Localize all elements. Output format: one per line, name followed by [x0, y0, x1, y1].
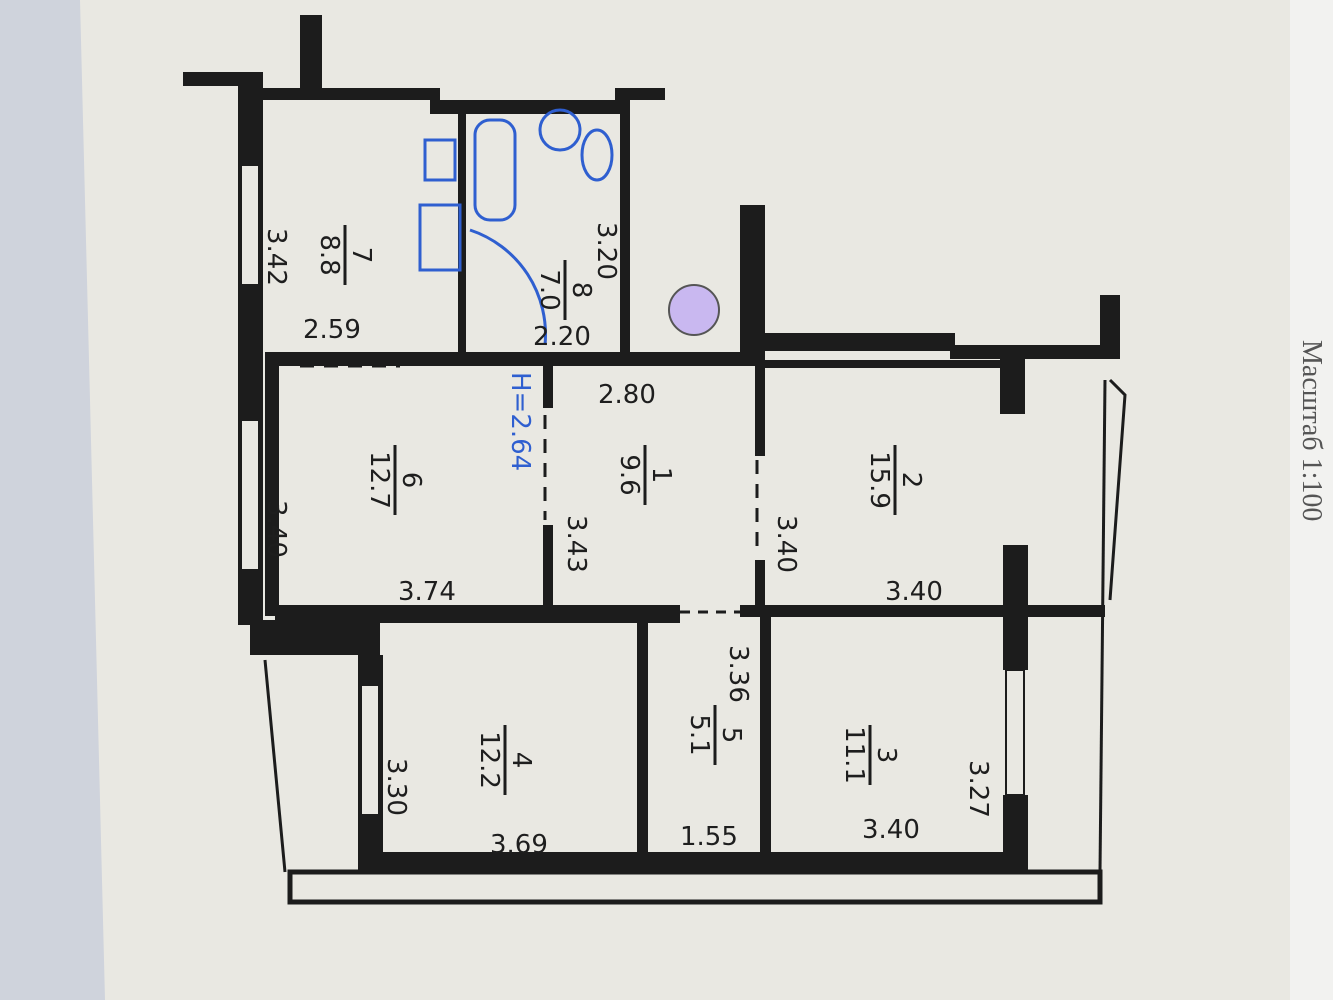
dim-room4-width: 3.69 — [490, 830, 548, 860]
room-4-number: 4 — [506, 752, 536, 769]
dim-room8-length: 3.20 — [591, 222, 621, 280]
scale-label: Масштаб 1:100 — [1296, 340, 1327, 521]
door-swing-icon — [469, 228, 547, 346]
room-2-area: 15.9 — [864, 451, 894, 509]
room-6-area: 12.7 — [364, 451, 394, 509]
dim-room1-length: 3.43 — [561, 515, 591, 573]
sink-icon — [423, 138, 457, 182]
bathroom-fixtures — [418, 108, 614, 346]
toilet-icon — [580, 128, 614, 182]
dim-room4-length: 3.30 — [381, 758, 411, 816]
room-3-area: 11.1 — [839, 726, 869, 784]
dim-room5-width: 1.55 — [680, 822, 738, 852]
dim-room7-length: 3.42 — [261, 228, 291, 286]
dim-room6-width: 3.74 — [398, 577, 456, 607]
room-7-number: 7 — [346, 247, 376, 264]
room-8-area: 7.0 — [534, 269, 564, 310]
dim-room3-width: 3.40 — [862, 815, 920, 845]
room-8-number: 8 — [566, 282, 596, 299]
dim-room2-length: 3.40 — [771, 515, 801, 573]
stove-icon — [418, 203, 462, 272]
room-2-number: 2 — [896, 472, 926, 489]
marker-dot — [668, 284, 720, 336]
bathtub-icon — [473, 118, 517, 222]
room-1-number: 1 — [646, 467, 676, 484]
room-5-area: 5.1 — [684, 714, 714, 755]
room-7-area: 8.8 — [314, 234, 344, 275]
dim-room6-length: 3.40 — [261, 500, 291, 558]
room-3-number: 3 — [871, 747, 901, 764]
washbasin-icon — [538, 108, 582, 152]
room-labels: 78.8 87.0 612.7 19.6 215.9 412.2 55.1 31… — [314, 225, 926, 795]
dim-room5-length: 3.36 — [723, 645, 753, 703]
dimension-labels: 3.42 2.59 3.20 2.20 2.80 3.40 3.74 3.43 … — [261, 222, 993, 860]
paper-edge — [1290, 0, 1333, 1000]
walls — [183, 15, 1127, 905]
ceiling-height-label: H=2.64 — [505, 372, 535, 471]
room-5-number: 5 — [716, 727, 746, 744]
room-6-number: 6 — [396, 472, 426, 489]
dim-room2-width: 3.40 — [885, 577, 943, 607]
dim-room1-width: 2.80 — [598, 380, 656, 410]
room-4-area: 12.2 — [474, 731, 504, 789]
dim-room3-length: 3.27 — [963, 760, 993, 818]
dim-room8-width: 2.20 — [533, 322, 591, 352]
windows — [240, 164, 1025, 816]
room-1-area: 9.6 — [614, 454, 644, 495]
dim-room7-width: 2.59 — [303, 315, 361, 345]
door-openings — [300, 364, 759, 614]
